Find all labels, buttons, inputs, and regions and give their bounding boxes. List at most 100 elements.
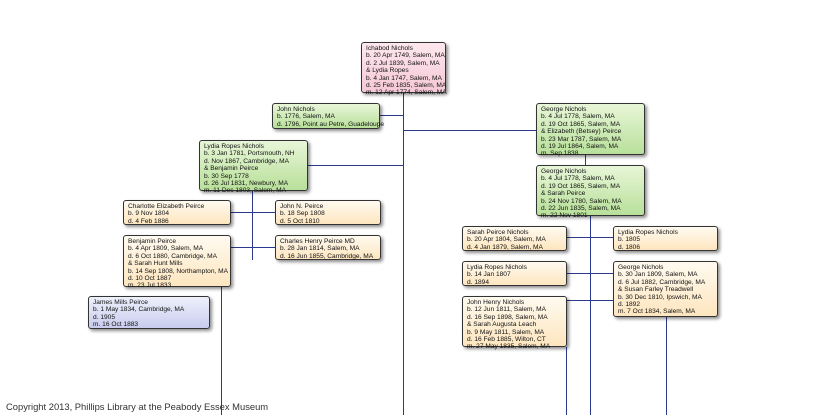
person-detail: d. 26 Jul 1831, Newbury, MA [204,180,289,188]
person-name: George Nichols [618,264,664,271]
person-detail: b. 4 Apr 1809, Salem, MA [128,245,204,253]
person-detail: m. 22 Nov 1801 [541,212,588,220]
person-detail: b. 30 Dec 1810, Ipswich, MA [618,293,702,301]
person-name: John Henry Nichols [467,299,525,306]
connector-line [566,347,567,415]
person-name: George Nichols [541,168,587,175]
person-detail: b. 14 Jan 1807 [467,271,511,279]
person-detail: b. 12 Jun 1811, Salem, MA [467,306,547,314]
person-detail: d. 6 Oct 1880, Cambridge, MA [128,252,218,260]
person-detail: m. 12 Apr 1774, Salem, MA [366,89,447,97]
person-detail: m. Sep 1838 [541,150,579,158]
person-detail: b. 24 Nov 1780, Salem, MA [541,197,622,205]
person-detail: d. 1796, Point au Petre, Guadeloupe [277,120,385,128]
person-detail: d. 16 Jun 1855, Cambridge, MA [280,252,374,260]
person-detail: d. 19 Oct 1865, Salem, MA [541,120,621,128]
connector-line [666,317,667,415]
person-detail: & Lydia Ropes [366,67,409,75]
person-detail: m. 7 Oct 1834, Salem, MA [618,308,696,316]
person-detail: b. 9 Nov 1804 [128,210,170,218]
person-detail: m. 16 Oct 1883 [93,321,139,329]
person-name: John N. Peirce [280,203,324,210]
person-detail: d. 6 Jul 1882, Cambridge, MA [618,278,706,286]
copyright-footer: Copyright 2013, Phillips Library at the … [6,401,269,412]
connector-line [308,165,403,166]
person-detail: b. 4 Jul 1778, Salem, MA [541,175,615,183]
connector-line [585,155,586,165]
person-detail: d. 1892 [618,301,640,309]
person-detail: d. 4 Feb 1886 [128,217,169,225]
connector-line [231,247,275,248]
person-detail: b. 20 Apr 1804, Salem, MA [467,236,546,244]
person-detail: b. 30 Sep 1778 [204,172,249,180]
connector-line [403,93,404,415]
person-detail: & Sarah Augusta Leach [467,321,537,329]
connector-line [380,115,403,116]
person-detail: d. 10 Oct 1887 [128,275,172,283]
person-detail: d. 4 Jan 1879, Salem, MA [467,243,543,251]
person-detail: b. 30 Jan 1809, Salem, MA [618,271,698,279]
person-detail: d. 19 Jul 1864, Salem, MA [541,143,619,151]
person-detail: b. 1805 [618,236,640,244]
person-detail: d. 5 Oct 1810 [280,217,320,225]
person-detail: d. 1894 [467,278,489,286]
connector-line [567,237,613,238]
connector-line [567,273,613,274]
person-detail: b. 9 May 1811, Salem, MA [467,328,545,336]
person-detail: d. 16 Feb 1885, Wilton, CT [467,336,546,344]
person-name: Sarah Peirce Nichols [467,229,529,236]
connector-line [231,212,275,213]
person-detail: b. 23 Mar 1787, Salem, MA [541,135,622,143]
connector-line [567,300,613,301]
person-detail: b. 1776, Salem, MA [277,113,335,121]
person-name: John Nichols [277,106,315,113]
person-detail: b. 28 Jan 1814, Salem, MA [280,245,360,253]
person-detail: b. 20 Apr 1749, Salem, MA [366,52,445,60]
person-detail: d. 2 Jul 1839, Salem, MA [366,59,440,67]
person-detail: & Benjamin Peirce [204,165,259,173]
person-detail: d. 22 Jun 1835, Salem, MA [541,205,621,213]
person-name: Benjamin Peirce [128,238,177,245]
person-detail: m. 27 May 1835, Salem, MA [467,343,551,351]
person-name: Ichabod Nichols [366,45,413,52]
person-name: George Nichols [541,106,587,113]
person-detail: b. 1 May 1834, Cambridge, MA [93,306,185,314]
person-detail: & Sarah Hunt Mills [128,260,183,268]
person-name: Charlotte Elizabeth Peirce [128,203,205,210]
person-detail: & Susan Farley Treadwell [618,286,694,294]
person-name: Lydia Ropes Nichols [467,264,527,271]
person-detail: d. 16 Sep 1898, Salem, MA [467,313,548,321]
person-detail: b. 4 Jul 1778, Salem, MA [541,113,615,121]
person-detail: d. 1905 [93,313,115,321]
person-detail: m. 11 Dec 1803, Salem, MA [204,187,286,195]
person-detail: d. 1806 [618,243,640,251]
person-detail: & Elizabeth (Betsey) Peirce [541,128,622,136]
connector-line [590,208,591,415]
person-detail: b. 3 Jan 1781, Portsmouth, NH [204,150,295,158]
connector-line [221,287,222,415]
person-name: Lydia Ropes Nichols [204,143,264,150]
person-detail: d. Nov 1867, Cambridge, MA [204,157,290,165]
person-name: Lydia Ropes Nichols [618,229,678,236]
person-detail: b. 14 Sep 1808, Northampton, MA [128,267,229,275]
person-detail: m. 23 Jul 1833 [128,282,172,290]
person-detail: d. 19 Oct 1865, Salem, MA [541,182,621,190]
person-detail: b. 18 Sep 1808 [280,210,325,218]
person-name: James Mills Peirce [93,299,148,306]
